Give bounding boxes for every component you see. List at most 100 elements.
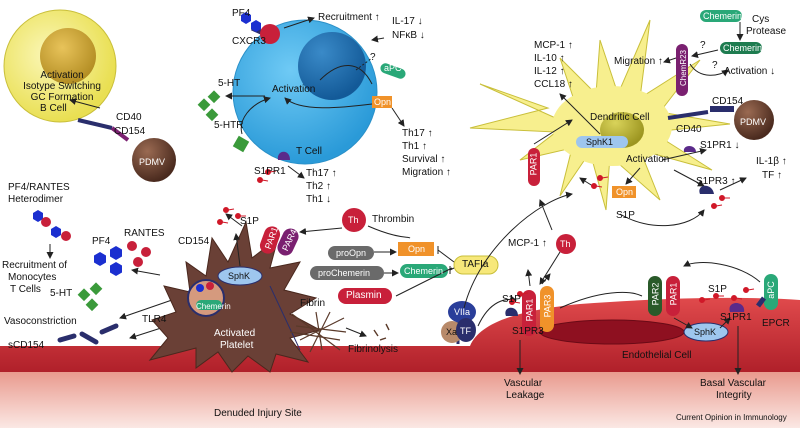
chemerin-top-pill: [700, 10, 742, 22]
endothelial-nucleus: [539, 319, 685, 345]
pdmv-bcell: [132, 138, 176, 182]
vasoconstriction-label: Vasoconstriction: [4, 316, 77, 327]
proopn-label: proOpn: [336, 248, 367, 258]
chemr23-label: ChemR23: [679, 49, 689, 87]
sphk1-label: SphK1: [586, 137, 614, 147]
serotonin-tcell: [197, 90, 221, 122]
endothelial-cell-label: Endothelial Cell: [622, 350, 692, 361]
ccl18-dc: CCL18 ↑: [534, 79, 573, 90]
platelet-line2: Platelet: [220, 340, 254, 351]
s1p-endo-right: S1P: [708, 284, 727, 295]
apc-endo-label: aPC: [765, 281, 776, 299]
basal-line2: Integrity: [716, 390, 752, 401]
vascular-line1: Vascular: [504, 378, 543, 389]
th17b-label: Th17 ↑: [306, 168, 337, 179]
tf-label: TF: [460, 326, 471, 336]
pf4-rantes-heterodimer: [33, 210, 61, 238]
cd154-label-b: CD154: [114, 126, 146, 137]
basal-line1: Basal Vascular: [700, 378, 766, 389]
nfkb-label: NFκB ↓: [392, 30, 425, 41]
recruit-line3: T Cells: [10, 284, 41, 295]
chemerin-coag-label: Chemerin: [404, 266, 444, 276]
fibrin-fragments: [373, 323, 390, 341]
platelet-body: [148, 220, 322, 373]
par4-platelet: [277, 228, 299, 256]
cd40-receptor-b: [77, 118, 113, 130]
thrombin-endo: [556, 234, 576, 254]
s1pr1-endo: [729, 303, 745, 312]
tlr4-label: TLR4: [142, 314, 167, 325]
apc-tcell: [380, 63, 406, 79]
ht5-left: 5-HT: [50, 288, 73, 299]
pf4-tcell: PF4: [232, 8, 251, 19]
sphk-platelet: [217, 266, 263, 286]
apc-tcell-label: aPC: [384, 63, 402, 73]
pdmv-label-b: PDMV: [139, 157, 166, 167]
prochemerin-label: proChemerin: [318, 268, 371, 278]
denuded-tissue-band: [0, 372, 800, 428]
chemerin-mid-label: Chemerin: [723, 43, 763, 53]
vascular-line2: Leakage: [506, 390, 545, 401]
pf4-left: PF4: [92, 236, 111, 247]
dc-activation-down: Activation ↓: [724, 66, 776, 77]
proopn-pill: [328, 246, 374, 260]
fibrin-mesh: [289, 311, 347, 353]
par2-endo-label: PAR2: [650, 282, 661, 306]
chemerin-mid-pill: [720, 42, 762, 54]
chemr23-receptor: [676, 44, 688, 96]
th1-down-label: Th1 ↓: [306, 194, 332, 205]
s1pr3-endo-label: S1PR3: [512, 326, 544, 337]
th-endo-label: Th: [560, 239, 571, 249]
s1pr1-endo-label: S1PR1: [720, 312, 752, 323]
xa-label: Xa: [446, 327, 458, 337]
cd154-dc: CD154: [712, 96, 744, 107]
dc-migration: Migration ↑: [614, 56, 663, 67]
th1-up: Th1 ↑: [402, 141, 428, 152]
s1pr3-dendritic: [699, 185, 714, 194]
cxcr3-receptor: [260, 24, 280, 44]
5htr-receptor: [232, 135, 250, 153]
cd154-ligand-b: [110, 126, 130, 142]
plasmin-pill: [338, 288, 392, 304]
s1p-endo-left: S1P: [502, 294, 521, 305]
prochemerin-pill: [310, 266, 384, 280]
tcell-name: T Cell: [296, 146, 322, 157]
bcell-activation: Activation: [40, 70, 84, 81]
epcr-label: EPCR: [762, 318, 790, 329]
par1-platelet: [259, 226, 281, 254]
tafia-pill: [453, 255, 499, 275]
bcell-name: B Cell: [40, 103, 67, 114]
s1pr1-tcell-label: S1PR1: [254, 166, 286, 177]
th2-label: Th2 ↑: [306, 181, 332, 192]
cxcr3-label: CXCR3: [232, 36, 266, 47]
injury-site-label: Denuded Injury Site: [214, 408, 302, 419]
dc-q2: ?: [712, 60, 718, 71]
heterodimer-line2: Heterodimer: [8, 194, 64, 205]
il17-label: IL-17 ↓: [392, 16, 423, 27]
tf-complex: [441, 301, 476, 344]
dc-q1: ?: [700, 40, 706, 51]
cys-label: Cys: [752, 14, 770, 25]
scd154-rods: [57, 323, 119, 345]
s1pr1-dendritic: [683, 146, 696, 152]
s1pr1-tcell: [277, 151, 290, 160]
th17-up: Th17 ↑: [402, 128, 433, 139]
dc-name: Dendritic Cell: [590, 112, 650, 123]
apc-endo: [764, 274, 778, 310]
cd154-left: CD154: [178, 236, 210, 247]
tf-up-label: TF ↑: [762, 170, 782, 181]
tcell-activation: Activation: [272, 84, 316, 95]
il1b-label: IL-1β ↑: [756, 156, 787, 167]
t-cell-nucleus: [298, 32, 366, 100]
sphk1-pill: [576, 136, 628, 148]
5htr-label: 5-HTR: [214, 120, 244, 131]
journal-credit: Current Opinion in Immunology: [676, 413, 787, 422]
th-coag-label: Th: [348, 215, 359, 225]
cd40-label-b: CD40: [116, 112, 142, 123]
mcp1-dc: MCP-1 ↑: [534, 40, 573, 51]
sphk-endo-label: SphK: [694, 327, 717, 337]
thrombin-circle: [342, 208, 366, 232]
sphk-platelet-label: SphK: [228, 271, 251, 281]
opn-tcell-label: Opn: [374, 97, 392, 107]
